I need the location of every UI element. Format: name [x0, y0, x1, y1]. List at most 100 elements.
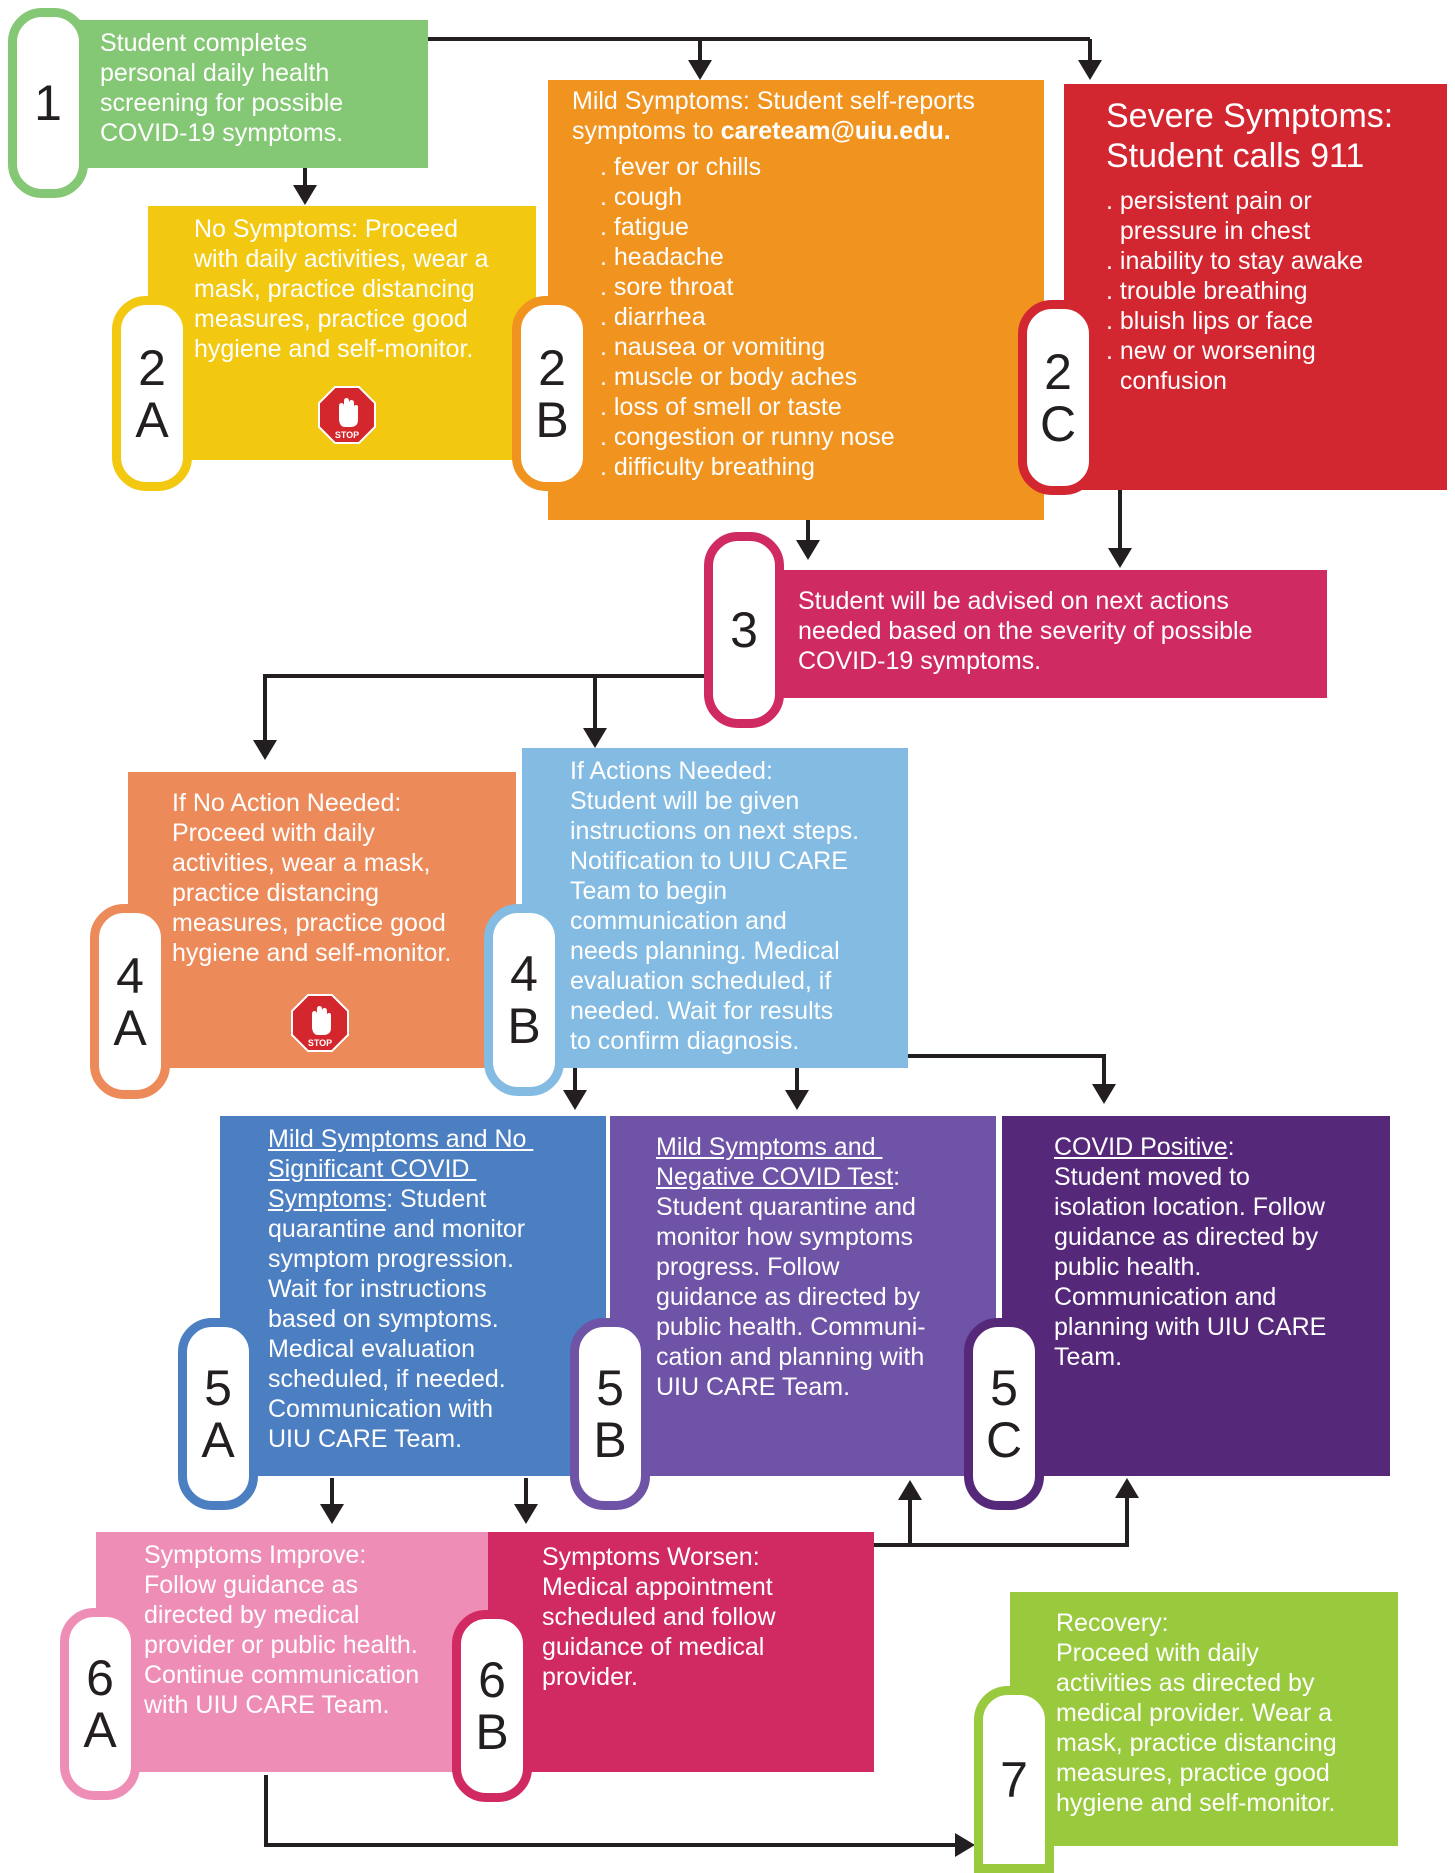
- severe-symptom-item: pressure in chest: [1106, 217, 1311, 245]
- step-6a-badge: 6 A: [60, 1608, 140, 1800]
- step-6a-box: Symptoms Improve: Follow guidance as dir…: [96, 1532, 488, 1772]
- step-5a-letter: A: [201, 1412, 235, 1468]
- step-5a-box: Mild Symptoms and No Significant COVID S…: [220, 1116, 606, 1476]
- step-5a-title-tail: : Student: [386, 1185, 487, 1213]
- step-7-line: Proceed with daily: [1056, 1639, 1259, 1667]
- step-4b-line: Student will be given: [570, 787, 800, 815]
- step-4a-badge: 4 A: [90, 904, 170, 1099]
- step-2a-box: No Symptoms: Proceed with daily activiti…: [148, 206, 536, 460]
- step-6a-line: directed by medical: [144, 1601, 360, 1629]
- step-4a-line: practice distancing: [172, 879, 380, 907]
- step-2b-number: 2: [538, 339, 566, 396]
- step-2b-heading: symptoms to: [572, 117, 721, 145]
- severe-symptom-item: . persistent pain or: [1106, 187, 1312, 215]
- step-5c-title-tail: :: [1227, 1133, 1235, 1161]
- step-2a-line: hygiene and self-monitor.: [194, 335, 474, 363]
- step-5b-line: Student quarantine and: [656, 1193, 916, 1221]
- step-5c-line: guidance as directed by: [1054, 1223, 1319, 1251]
- step-7-line: hygiene and self-monitor.: [1056, 1789, 1336, 1817]
- step-1-number: 1: [34, 75, 62, 131]
- step-4b-line: needs planning. Medical: [570, 937, 840, 965]
- step-5a-line: Communication with: [268, 1395, 494, 1423]
- arrow-1-to-2b: [428, 37, 1090, 72]
- step-5a-number: 5: [204, 1360, 232, 1416]
- step-2c-letter: C: [1039, 395, 1077, 452]
- step-6b-box: Symptoms Worsen: Medical appointment sch…: [488, 1532, 874, 1772]
- severe-symptom-item: . trouble breathing: [1106, 277, 1308, 305]
- step-5b-box: Mild Symptoms and Negative COVID Test: S…: [610, 1116, 996, 1476]
- step-4b-line: evaluation scheduled, if: [570, 967, 832, 995]
- step-5a-line: Wait for instructions: [268, 1275, 487, 1303]
- step-5a-line: UIU CARE Team.: [268, 1425, 463, 1453]
- step-6b-line: Symptoms Worsen:: [542, 1543, 760, 1571]
- arrow-4b-to-5c: [908, 1054, 1106, 1096]
- stop-sign-icon: STOP: [291, 994, 349, 1057]
- step-2b-badge: 2 B: [512, 296, 592, 491]
- step-2b-heading: Mild Symptoms: Student self-reports: [572, 87, 975, 115]
- step-7-line: medical provider. Wear a: [1056, 1699, 1333, 1727]
- step-2a-line: with daily activities, wear a: [194, 245, 489, 273]
- step-4a-line: Proceed with daily: [172, 819, 375, 847]
- step-1-line: Student completes: [100, 29, 308, 57]
- step-5b-line: progress. Follow: [656, 1253, 840, 1281]
- step-5b-line: public health. Communi-: [656, 1313, 926, 1341]
- step-6b-line: provider.: [542, 1663, 638, 1691]
- step-4b-line: Team to begin: [570, 877, 728, 905]
- step-4b-line: needed. Wait for results: [570, 997, 834, 1025]
- step-4b-line: Notification to UIU CARE: [570, 847, 848, 875]
- step-2a-badge: 2 A: [112, 296, 192, 491]
- step-3-line: Student will be advised on next actions: [798, 587, 1229, 615]
- step-1-line: COVID-19 symptoms.: [100, 119, 344, 147]
- step-5c-line: public health.: [1054, 1253, 1202, 1281]
- step-2c-number: 2: [1044, 343, 1072, 400]
- step-7-box: Recovery: Proceed with daily activities …: [1010, 1592, 1398, 1846]
- step-5a-line: scheduled, if needed.: [268, 1365, 506, 1393]
- step-3-line: COVID-19 symptoms.: [798, 647, 1042, 675]
- arrow-6a-to-7: [264, 1775, 965, 1847]
- stop-label: STOP: [308, 1038, 332, 1048]
- step-4a-letter: A: [113, 999, 147, 1056]
- step-5b-number: 5: [596, 1360, 624, 1416]
- step-5c-line: Team.: [1054, 1343, 1123, 1371]
- step-5c-number: 5: [990, 1360, 1018, 1416]
- step-5c-line: Student moved to: [1054, 1163, 1250, 1191]
- step-7-line: measures, practice good: [1056, 1759, 1330, 1787]
- severe-symptom-item: . bluish lips or face: [1106, 307, 1314, 335]
- step-4a-line: hygiene and self-monitor.: [172, 939, 452, 967]
- step-3-badge: 3: [704, 532, 784, 728]
- step-7-line: mask, practice distancing: [1056, 1729, 1337, 1757]
- severe-symptom-item: confusion: [1106, 367, 1227, 395]
- step-4b-badge: 4 B: [484, 904, 564, 1096]
- step-7-line: Recovery:: [1056, 1609, 1169, 1637]
- step-2b-box: Mild Symptoms: Student self-reports symp…: [548, 80, 1044, 520]
- step-2a-number: 2: [138, 339, 166, 396]
- step-1-badge: 1: [8, 8, 88, 198]
- step-2b-letter: B: [535, 391, 569, 448]
- step-6a-number: 6: [86, 1650, 114, 1706]
- step-5b-line: guidance as directed by: [656, 1283, 921, 1311]
- step-1-line: screening for possible: [100, 89, 344, 117]
- step-3-line: needed based on the severity of possible: [798, 617, 1253, 645]
- step-4b-line: If Actions Needed:: [570, 757, 773, 785]
- step-4a-number: 4: [116, 947, 144, 1004]
- step-6b-letter: B: [475, 1704, 509, 1760]
- step-4b-line: instructions on next steps.: [570, 817, 860, 845]
- symptom-item: . fatigue: [600, 213, 689, 241]
- step-6a-line: provider or public health.: [144, 1631, 418, 1659]
- step-5a-title: Significant COVID: [268, 1155, 477, 1183]
- symptom-item: . sore throat: [600, 273, 734, 301]
- step-6a-letter: A: [83, 1702, 117, 1758]
- step-6a-line: Follow guidance as: [144, 1571, 359, 1599]
- step-7-number: 7: [1000, 1751, 1028, 1808]
- step-2c-badge: 2 C: [1018, 300, 1098, 495]
- stop-sign-icon: STOP: [318, 386, 376, 449]
- care-team-email: careteam@uiu.edu.: [720, 117, 951, 145]
- step-5c-title: COVID Positive: [1054, 1133, 1228, 1161]
- step-5c-badge: 5 C: [964, 1318, 1044, 1510]
- step-4b-letter: B: [507, 998, 541, 1054]
- step-2c-heading: Severe Symptoms:: [1106, 97, 1394, 135]
- stop-label: STOP: [335, 430, 359, 440]
- symptom-item: . muscle or body aches: [600, 363, 858, 391]
- step-2c-heading: Student calls 911: [1106, 137, 1365, 175]
